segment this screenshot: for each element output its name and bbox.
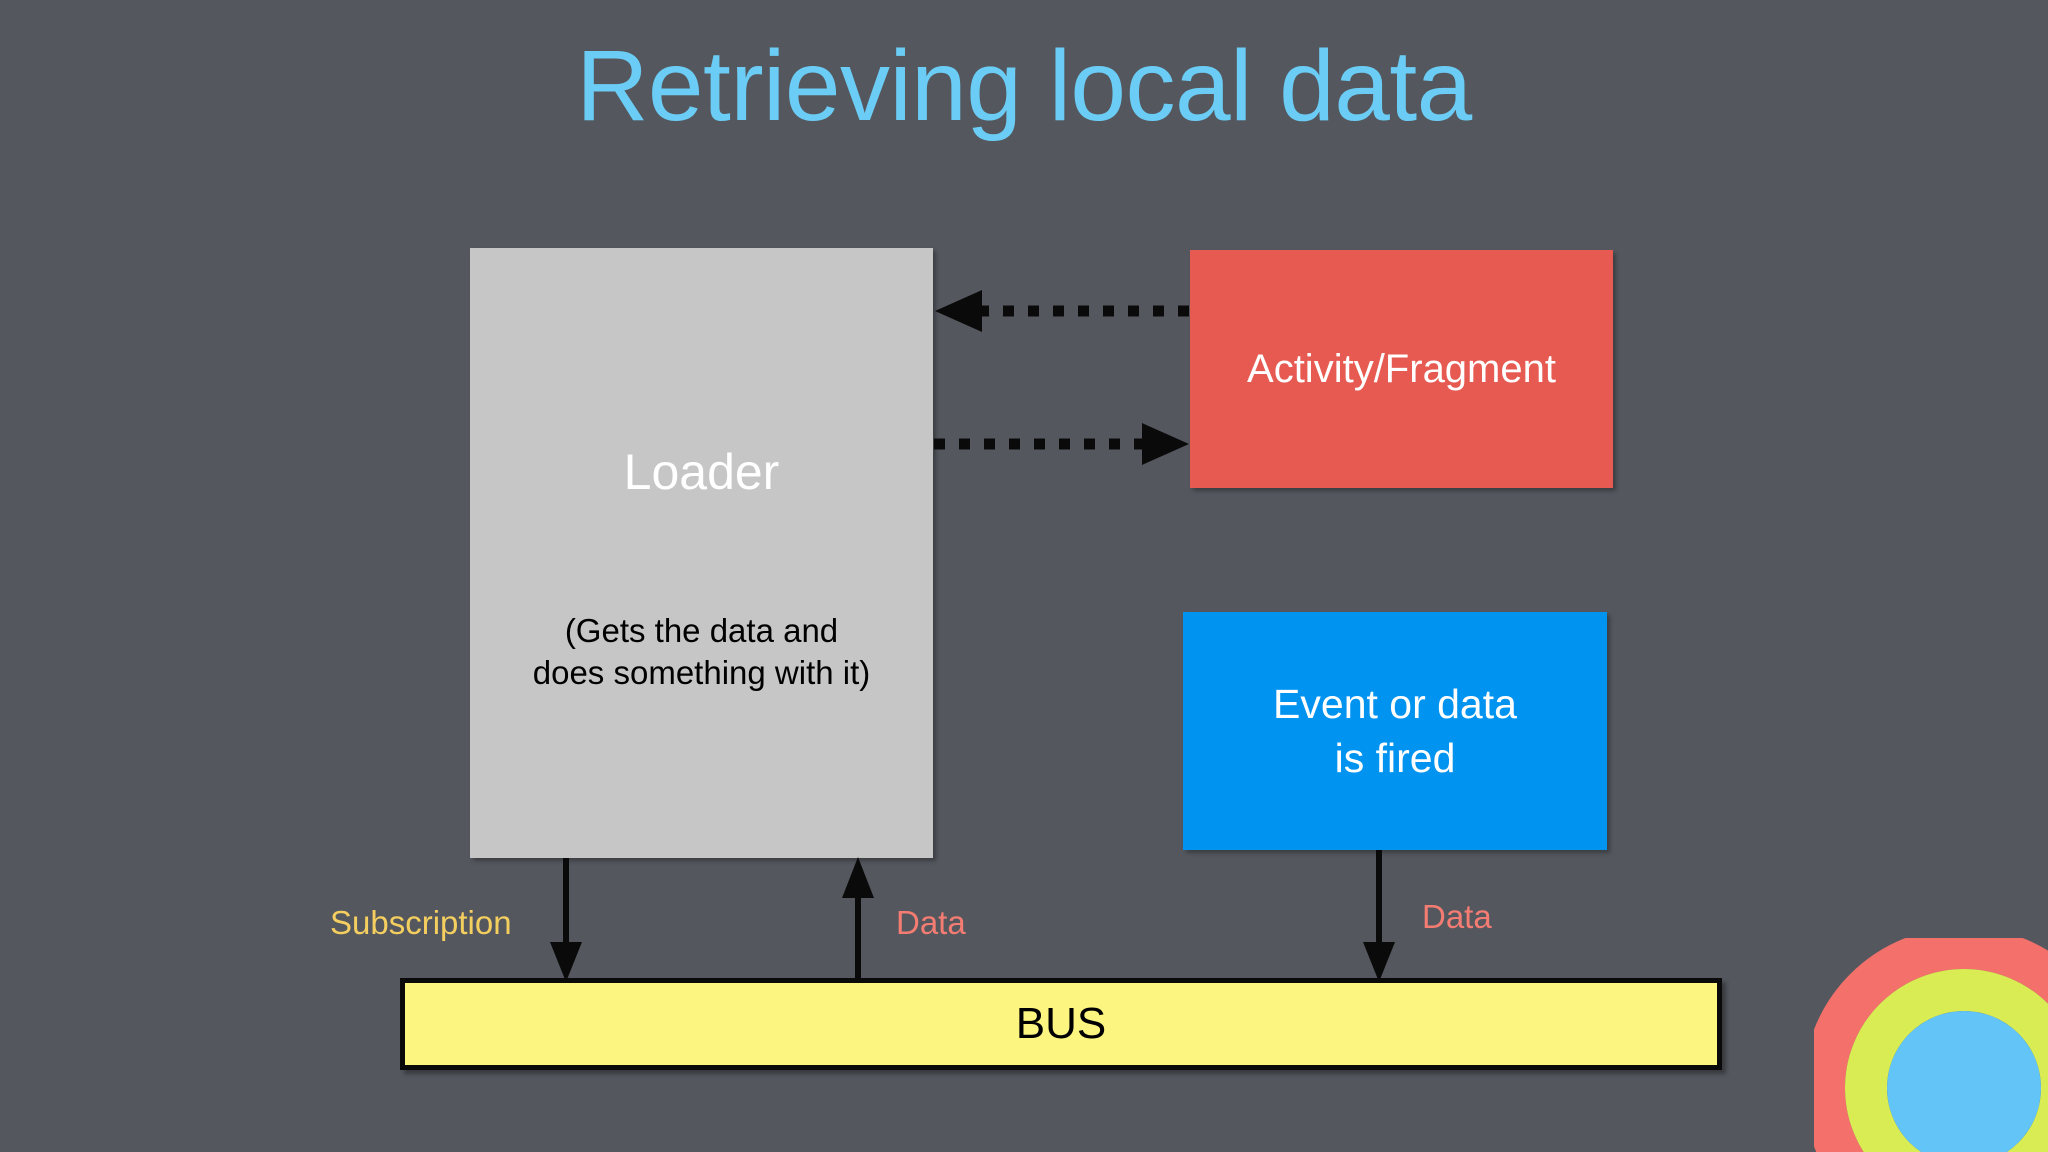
event-or-data-fired-node[interactable]: Event or data is fired: [1183, 612, 1607, 850]
logo-ring-inner: [1887, 1011, 2041, 1152]
arrow-loader-to-activity: [934, 423, 1189, 465]
bus-node-label: BUS: [1015, 999, 1107, 1048]
loader-node-subtitle: (Gets the data and does something with i…: [532, 611, 871, 691]
arrow-activity-to-loader: [935, 290, 1189, 332]
page-title: Retrieving local data: [576, 30, 1472, 142]
concentric-arcs-logo: [1814, 938, 2048, 1152]
activity-fragment-node[interactable]: Activity/Fragment: [1190, 250, 1613, 488]
arrow-bus-to-loader: [842, 857, 874, 978]
event-or-data-fired-node-label: Event or data is fired: [1273, 680, 1517, 781]
loader-node-title: Loader: [623, 444, 780, 500]
loader-node[interactable]: Loader (Gets the data and does something…: [470, 248, 933, 858]
logo-ring-middle: [1845, 969, 2048, 1152]
bus-node[interactable]: BUS: [400, 978, 1722, 1070]
arrow-loader-to-bus: [550, 858, 582, 982]
edge-label-data-bus-to-loader: Data: [896, 904, 966, 941]
edge-label-data-event-to-bus: Data: [1422, 898, 1492, 935]
arrow-event-to-bus: [1363, 850, 1395, 982]
logo-ring-outer: [1814, 938, 2048, 1152]
edge-label-subscription: Subscription: [330, 904, 512, 941]
activity-fragment-node-label: Activity/Fragment: [1247, 347, 1556, 391]
